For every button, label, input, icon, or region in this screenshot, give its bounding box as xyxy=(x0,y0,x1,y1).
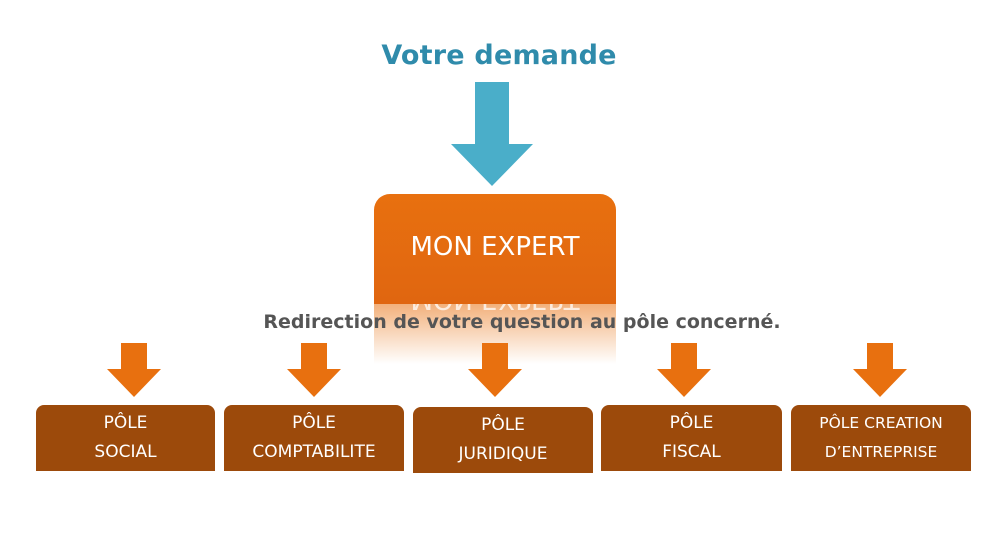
pole-line1: PÔLE CREATION xyxy=(819,414,943,432)
diagram-title: Votre demande xyxy=(381,40,617,71)
pole-juridique: PÔLE JURIDIQUE xyxy=(413,407,593,473)
pole-social: PÔLE SOCIAL xyxy=(36,405,215,471)
pole-creation-entreprise: PÔLE CREATION D’ENTREPRISE xyxy=(791,405,971,471)
redirection-caption: Redirection de votre question au pôle co… xyxy=(263,311,781,333)
orange-down-arrow xyxy=(468,343,522,397)
pole-line1: PÔLE xyxy=(481,415,525,435)
pole-line2: D’ENTREPRISE xyxy=(824,443,938,461)
pole-fiscal: PÔLE FISCAL xyxy=(601,405,782,471)
orange-down-arrow xyxy=(107,343,161,397)
pole-line2: SOCIAL xyxy=(94,442,157,462)
expert-label: MON EXPERT xyxy=(410,232,580,262)
orange-down-arrow xyxy=(657,343,711,397)
blue-down-arrow xyxy=(451,82,533,186)
pole-comptabilite: PÔLE COMPTABILITE xyxy=(224,405,404,471)
pole-line2: FISCAL xyxy=(662,442,721,462)
orange-down-arrow xyxy=(853,343,907,397)
pole-line1: PÔLE xyxy=(292,413,336,433)
expert-box xyxy=(374,194,616,304)
pole-line1: PÔLE xyxy=(103,413,148,433)
orange-down-arrow xyxy=(287,343,341,397)
pole-line2: COMPTABILITE xyxy=(252,442,376,462)
pole-line1: PÔLE xyxy=(669,413,714,433)
pole-line2: JURIDIQUE xyxy=(458,444,548,464)
